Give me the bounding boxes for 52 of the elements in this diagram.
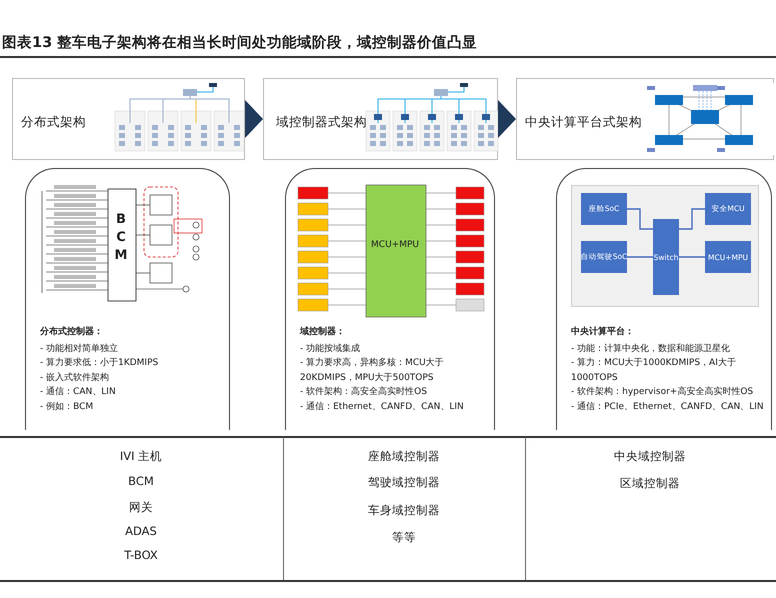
bullet-text: - 通信：CAN、LIN [40,386,117,399]
table-cell-text: IVI 主机 [120,449,162,464]
bullet-text: - 嵌入式软件架构 [40,372,110,384]
connector-line [627,208,653,230]
architecture-card [263,78,498,160]
module-box [653,219,679,295]
bullet-text: - 软件架构：hypervisor+高安全高实时性OS [571,386,754,399]
bullet-text: - 软件架构：高安全高实时性OS [300,386,428,399]
stage-title: 分布式架构 [21,114,86,131]
bullet-text: - 算力要求高，异构多核：MCU大于20KDMIPS，MPU大于500TOPS [300,356,445,384]
module-letter: C [116,230,126,245]
table-cell-text: 座舱域控制器 [368,449,440,464]
table-cell-text: BCM [128,474,154,488]
table-cell-text: 网关 [129,500,153,515]
table-cell-text: 车身域控制器 [368,503,440,518]
bullet-text: - 功能相对简单独立 [40,342,120,356]
bullet-text: - 通信：PCIe、Ethernet、CANFD、CAN、LIN [571,400,765,414]
module-box [705,241,751,273]
stage-title: 域控制器式架构 [276,114,367,131]
module-box [581,241,627,273]
controller-panel [556,168,772,430]
figure-title: 图表13 整车电子架构将在相当长时间处功能域阶段，域控制器价值凸显 [2,34,478,52]
module-letter: M [114,248,128,263]
panel-heading: 分布式控制器： [40,325,104,339]
table-cell-text: 驾驶域控制器 [368,475,440,490]
connector-line [627,256,653,258]
bullet-text: - 算力要求低：小于1KDMIPS [40,356,160,370]
chip-label: MCU+MPU [371,240,419,250]
panel-heading: 中央计算平台： [571,325,635,339]
bullet-text: - 算力：MCU大于1000KDMIPS，AI大于1000TOPS [571,356,737,384]
module-letter: B [116,212,126,227]
table-cell-text: T-BOX [124,548,158,562]
chevron-arrow [498,100,516,138]
table-cell-text: 区域控制器 [620,476,680,491]
bullet-text: - 功能：计算中央化，数据和能源卫星化 [571,342,732,356]
chevron-arrow [245,100,263,138]
connector-line [679,208,705,230]
connector-line [679,256,705,258]
table-cell-text: ADAS [125,524,157,538]
architecture-card [516,78,774,160]
module-box [581,193,627,225]
bullet-text: - 功能按域集成 [300,342,362,356]
module-box [705,193,751,225]
table-cell-text: 中央域控制器 [614,449,686,464]
stage-title: 中央计算平台式架构 [525,114,642,131]
bullet-text: - 例如：BCM [40,400,94,414]
panel-heading: 域控制器： [300,326,346,339]
architecture-card [12,78,245,160]
controller-panel [285,168,495,430]
table-cell-text: 等等 [392,530,416,545]
bullet-text: - 通信：Ethernet、CANFD、CAN、LIN [300,400,465,414]
controller-panel [25,168,230,430]
